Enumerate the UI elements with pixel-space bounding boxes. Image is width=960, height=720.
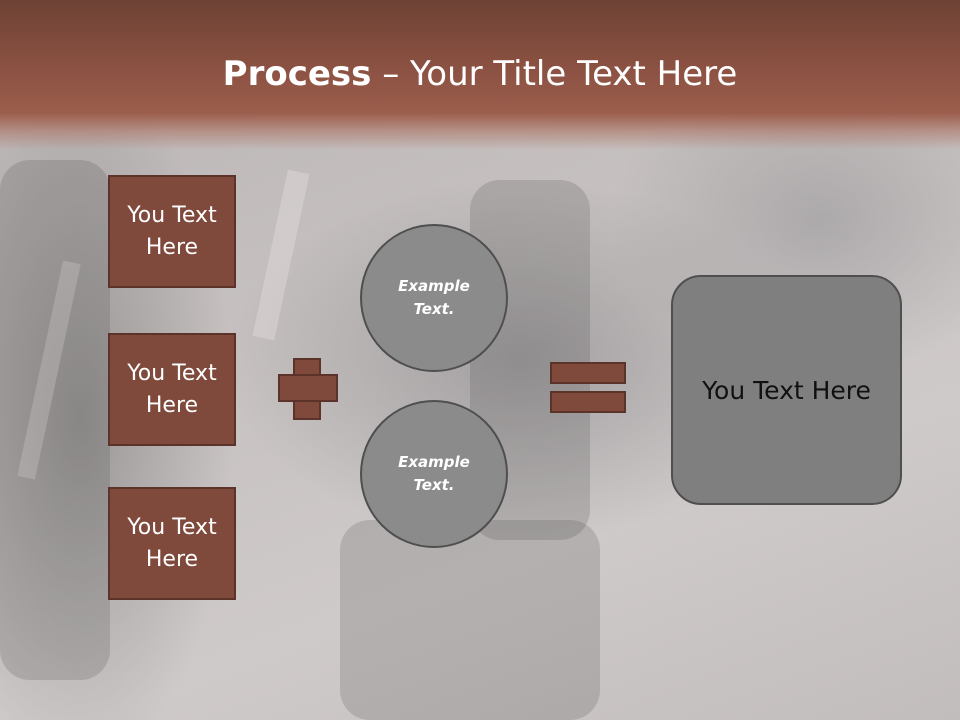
text-box-3: You Text Here	[108, 487, 236, 600]
circle-line: Example	[398, 453, 470, 471]
title-bar	[0, 0, 960, 150]
text-box-line: You Text	[127, 202, 217, 228]
circle-line: Example	[398, 277, 470, 295]
text-box-line: Here	[145, 392, 199, 418]
title-separator: –	[371, 54, 411, 94]
example-circle-1: Example Text.	[360, 224, 508, 372]
text-box-1: You Text Here	[108, 175, 236, 288]
text-box-line: Here	[145, 234, 199, 260]
text-box-line: Here	[145, 546, 199, 572]
text-box-line: You Text	[127, 514, 217, 540]
circle-line: Text.	[413, 300, 455, 318]
result-box: You Text Here	[671, 275, 902, 505]
result-label: You Text Here	[702, 375, 871, 405]
title-rest: Your Title Text Here	[410, 54, 738, 94]
slide-title: Process – Your Title Text Here	[0, 52, 960, 96]
text-box-line: You Text	[127, 360, 217, 386]
title-bold: Process	[222, 54, 372, 94]
text-box-2: You Text Here	[108, 333, 236, 446]
circle-line: Text.	[413, 476, 455, 494]
example-circle-2: Example Text.	[360, 400, 508, 548]
